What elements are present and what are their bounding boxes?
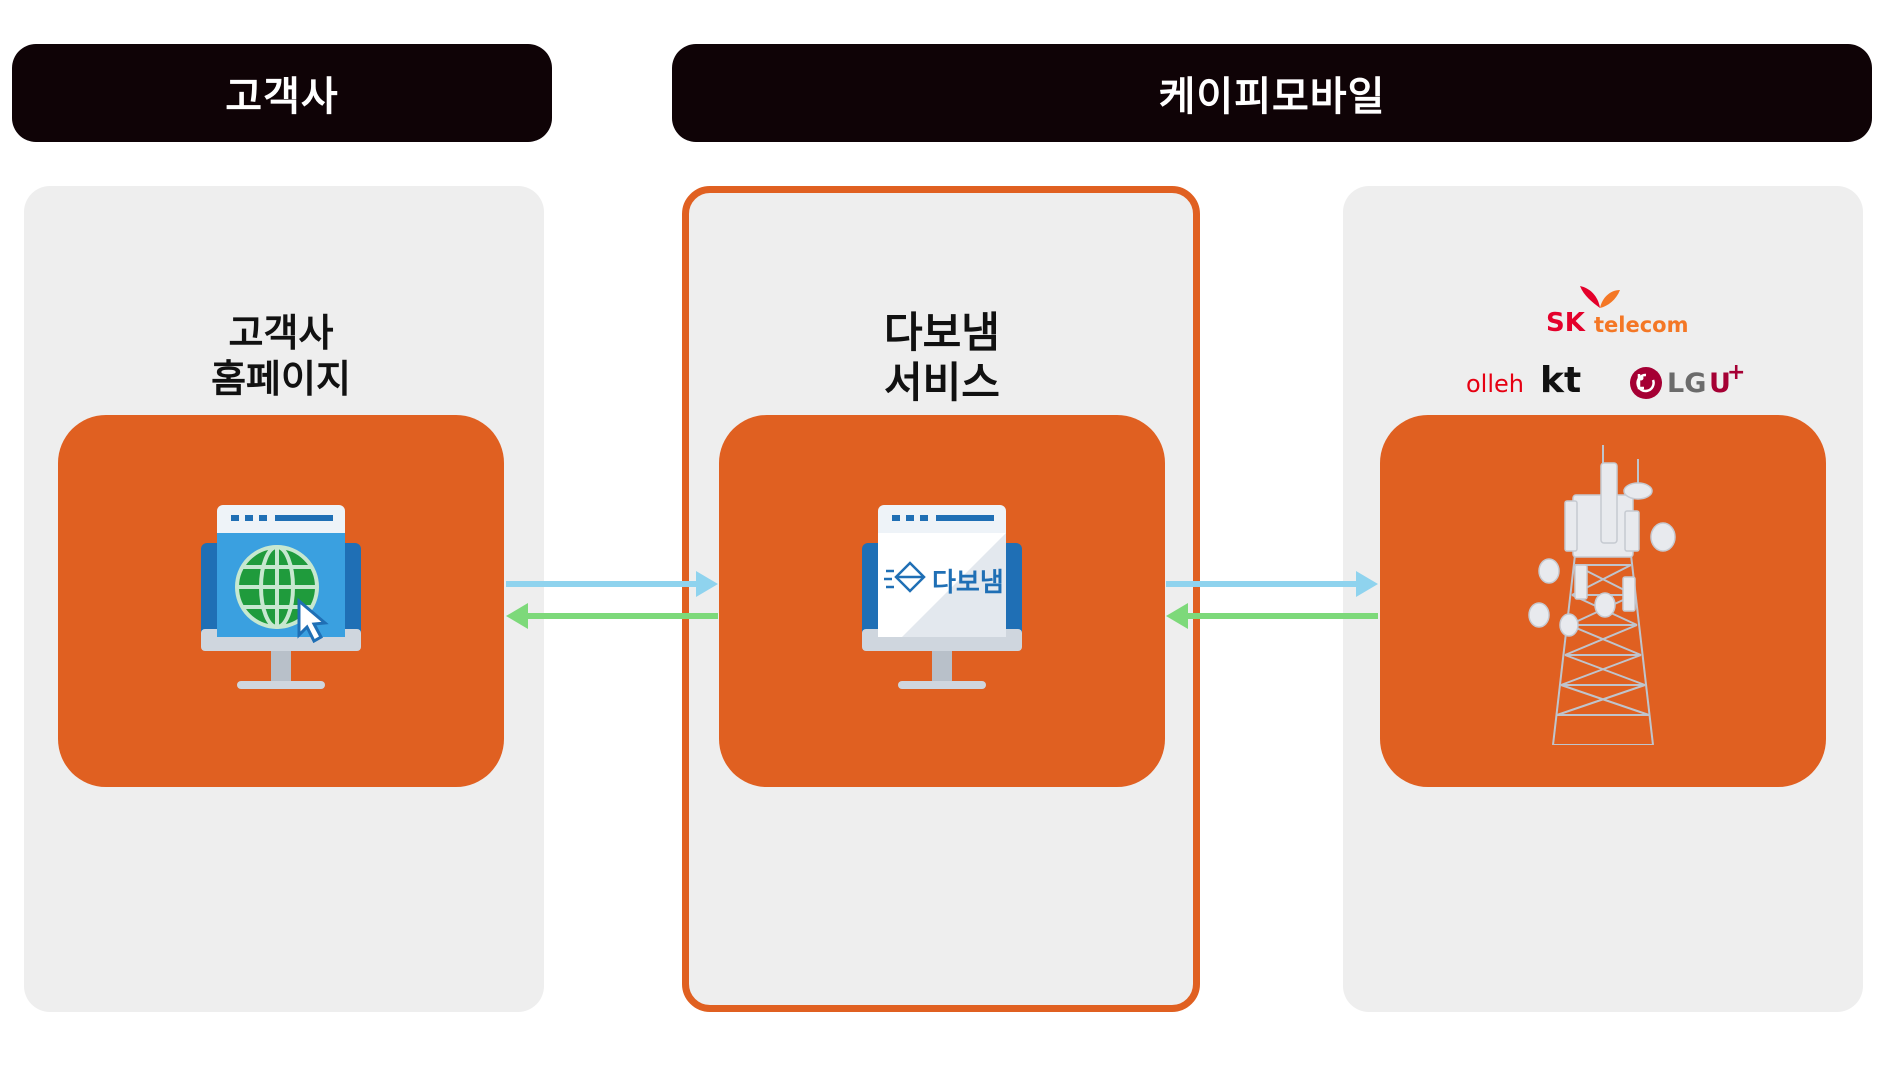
- dabonem-service-box: 다보냄: [719, 415, 1165, 787]
- header-kpmobile: 케이피모바일: [672, 44, 1872, 142]
- client-title-line1: 고객사: [228, 311, 334, 355]
- web-monitor-icon: [201, 505, 361, 689]
- lg-sub-text: U: [1709, 368, 1731, 399]
- dabonem-title: 다보냄 서비스: [719, 308, 1165, 408]
- lg-face-icon: [1630, 367, 1662, 399]
- kt-brand-text: kt: [1540, 360, 1582, 401]
- header-kpmobile-label: 케이피모바일: [1158, 74, 1386, 120]
- client-homepage-box: [58, 415, 504, 787]
- header-client: 고객사: [12, 44, 552, 142]
- sk-telecom-logo: SK telecom: [1546, 282, 1689, 338]
- globe-icon: [235, 545, 319, 629]
- cursor-icon: [297, 597, 329, 644]
- carrier-tower-box: [1380, 415, 1826, 787]
- olleh-kt-logo: olleh kt: [1466, 360, 1596, 404]
- envelope-icon: [884, 561, 926, 593]
- header-client-label: 고객사: [225, 74, 339, 120]
- lg-plus-text: +: [1727, 360, 1746, 385]
- dabonem-screen-logo: 다보냄: [932, 568, 1004, 598]
- sk-sub-text: telecom: [1594, 313, 1689, 337]
- dabonem-monitor-icon: [862, 505, 1022, 689]
- lg-uplus-logo: LG U +: [1629, 360, 1759, 404]
- dabonem-title-line2: 서비스: [884, 358, 1000, 407]
- sk-butterfly-icon: [1580, 286, 1620, 308]
- sk-brand-text: SK: [1546, 308, 1585, 338]
- olleh-text: olleh: [1466, 370, 1524, 398]
- client-title-line2: 홈페이지: [211, 357, 351, 401]
- client-title: 고객사 홈페이지: [58, 310, 504, 402]
- cell-tower-icon: [1528, 445, 1676, 745]
- lg-brand-text: LG: [1667, 368, 1707, 399]
- dabonem-title-line1: 다보냄: [884, 308, 1000, 357]
